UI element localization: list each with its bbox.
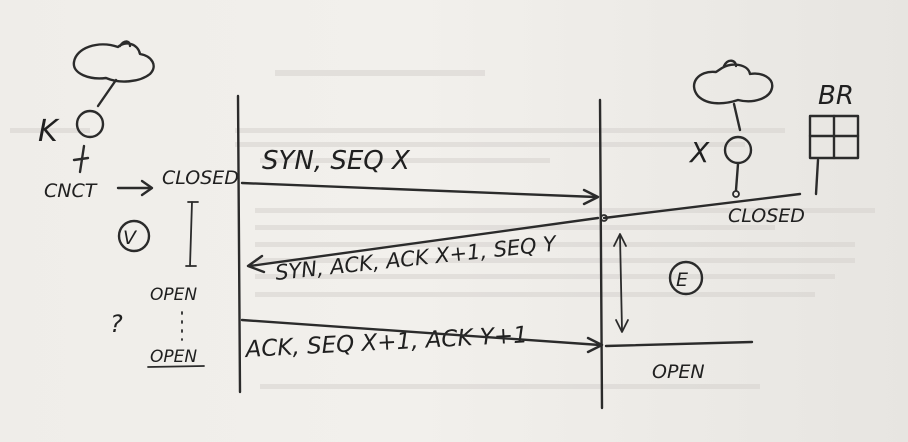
question-mark: ? xyxy=(110,310,123,338)
right-host-label: X xyxy=(688,136,710,169)
right-cloud-icon xyxy=(692,59,774,105)
message-syn: SYN, SEQ X xyxy=(240,146,600,206)
message-syn-label: SYN, SEQ X xyxy=(262,146,411,176)
right-final-state: OPEN xyxy=(652,361,705,383)
left-action-label: CNCT xyxy=(44,180,98,202)
left-timeline xyxy=(236,94,242,394)
message-ack: ACK, SEQ X+1, ACK Y+1 xyxy=(240,318,604,363)
left-host-label: K xyxy=(38,114,60,149)
left-state-after: OPEN xyxy=(150,285,197,305)
message-ack-label: ACK, SEQ X+1, ACK Y+1 xyxy=(243,322,528,363)
browser-label: BR xyxy=(818,81,854,111)
right-host-circle-icon xyxy=(723,135,753,165)
left-role-mark: V xyxy=(123,227,138,249)
right-state-before: CLOSED xyxy=(728,205,805,227)
right-role-badge xyxy=(668,260,704,296)
right-role-mark: E xyxy=(676,269,688,291)
background-paper-texture xyxy=(10,70,875,389)
right-host-node: X BR CLOSED E OPEN xyxy=(600,59,860,383)
left-host-circle-icon xyxy=(75,109,105,139)
left-state-before: CLOSED xyxy=(162,167,239,189)
right-timeline xyxy=(598,98,604,410)
left-cloud-icon xyxy=(72,40,155,83)
browser-window-icon xyxy=(808,114,860,160)
left-final-state: OPEN xyxy=(150,347,197,367)
left-host-node: K CNCT CLOSED V OPEN ? OPEN xyxy=(38,40,239,368)
left-role-badge xyxy=(117,219,151,253)
